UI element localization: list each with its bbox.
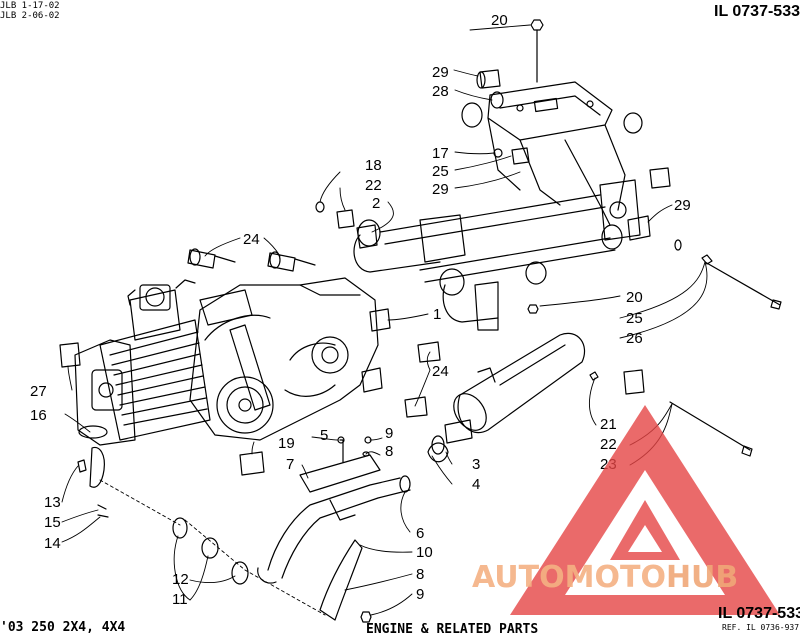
callout-25b: 25 [626, 310, 643, 327]
callout-24b: 24 [432, 363, 449, 380]
callout-1: 1 [433, 306, 441, 323]
illustration-id-bottom: IL 0737-533 [718, 605, 800, 622]
watermark-logo [510, 405, 780, 615]
callout-8a: 8 [385, 443, 393, 460]
callout-16: 16 [30, 407, 47, 424]
callout-29a: 29 [432, 64, 449, 81]
revision-line-1: JLB 1-17-02 [0, 1, 60, 11]
callout-11: 11 [172, 591, 188, 608]
callout-28: 28 [432, 83, 449, 100]
engine-block [59, 248, 441, 476]
callout-15: 15 [44, 514, 61, 531]
callout-29b: 29 [432, 181, 449, 198]
callout-12: 12 [172, 571, 189, 588]
callout-24a: 24 [243, 231, 260, 248]
callout-numbers: 20 29 28 17 25 29 29 18 22 2 24 1 20 25 … [30, 12, 691, 608]
frame-assembly [353, 81, 643, 331]
callout-27: 27 [30, 383, 47, 400]
exhaust-system [77, 332, 586, 623]
callout-9b: 9 [416, 586, 424, 603]
callout-21: 21 [600, 416, 617, 433]
revision-line-2: JLB 2-06-02 [0, 11, 60, 21]
callout-4: 4 [472, 476, 480, 493]
watermark-text: AUTOMOTOHUB [472, 560, 738, 595]
callout-6: 6 [416, 525, 424, 542]
callout-5: 5 [320, 427, 328, 444]
callout-18: 18 [365, 157, 382, 174]
callout-25a: 25 [432, 163, 449, 180]
callout-2: 2 [372, 195, 380, 212]
watermark-word-a: AUTOMOTO [472, 560, 666, 595]
callout-20a: 20 [491, 12, 508, 29]
callout-13: 13 [44, 494, 61, 511]
callout-26: 26 [626, 330, 643, 347]
frame-hardware [315, 19, 782, 457]
callout-19: 19 [278, 435, 295, 452]
callout-8b: 8 [416, 566, 424, 583]
callout-22b: 22 [600, 436, 617, 453]
callout-14: 14 [44, 535, 61, 552]
model-label: '03 250 2X4, 4X4 [0, 620, 126, 635]
callout-7: 7 [286, 456, 294, 473]
callout-22a: 22 [365, 177, 382, 194]
reference-id: REF. IL 0736-937 [722, 623, 800, 632]
diagram-caption: ENGINE & RELATED PARTS [366, 622, 539, 637]
callout-10: 10 [416, 544, 433, 561]
callout-17: 17 [432, 145, 449, 162]
callout-29c: 29 [674, 197, 691, 214]
callout-3: 3 [472, 456, 480, 473]
callout-20b: 20 [626, 289, 643, 306]
callout-9a: 9 [385, 425, 393, 442]
watermark-word-b: HUB [665, 560, 739, 595]
illustration-id-top: IL 0737-533 [714, 3, 800, 20]
